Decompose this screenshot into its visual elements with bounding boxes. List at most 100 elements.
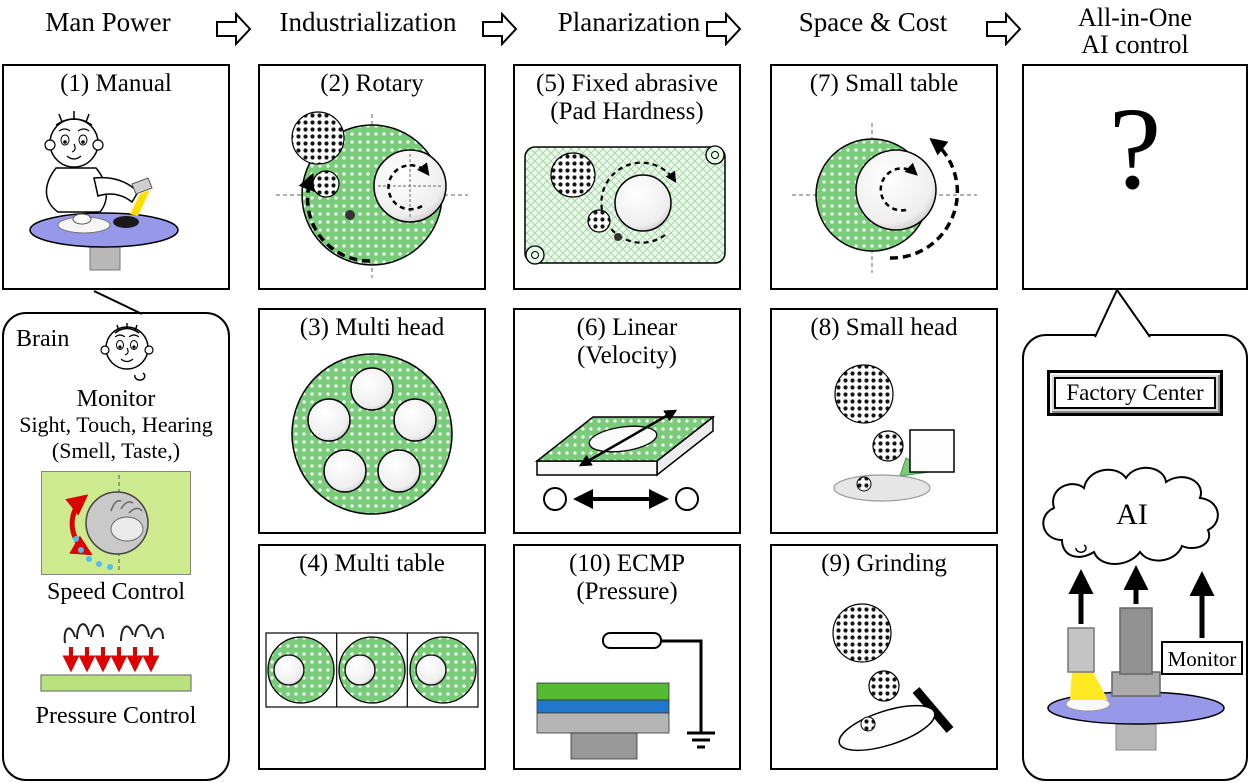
wafer-head <box>344 653 376 686</box>
ai-label: AI <box>1116 498 1148 531</box>
slurry-circle <box>868 669 900 702</box>
box-manual-title: (1) Manual <box>60 70 172 97</box>
light-cone <box>1070 670 1108 700</box>
fixed-abrasive-illustration <box>524 145 726 265</box>
box-small-head: (8) Small head <box>770 308 998 534</box>
stage-label-space-cost: Space & Cost <box>798 7 948 37</box>
linear-illustration <box>534 409 716 511</box>
grinding-wheel <box>838 704 936 751</box>
box-question: ? <box>1022 64 1248 290</box>
monitor-sense-label: Monitor <box>76 386 156 412</box>
box-multi-head: (3) Multi head <box>258 308 486 534</box>
box-fixed-abrasive: (5) Fixed abrasive (Pad Hardness) <box>513 64 741 290</box>
head-base <box>1111 671 1161 697</box>
wafer-head <box>307 397 351 442</box>
box-linear: (6) Linear (Velocity) <box>513 308 741 534</box>
box-multi-head-title: (3) Multi head <box>299 314 445 341</box>
speed-control-illustration <box>41 470 191 575</box>
hand-left <box>63 623 104 644</box>
box-fixed-abrasive-title: (5) Fixed abrasive <box>536 70 718 97</box>
rotary-illustration <box>276 110 468 278</box>
ai-machine-illustration: Monitor AI <box>1042 467 1243 751</box>
spindle-column <box>1119 607 1153 675</box>
small-head <box>909 428 955 473</box>
slurry-circle <box>834 363 894 424</box>
electrode-wire <box>661 639 703 733</box>
box-linear-subtitle: (Velocity) <box>577 341 677 369</box>
person-arm <box>93 176 139 203</box>
factory-center-plaque: Factory Center <box>1047 370 1223 416</box>
stage-label-ai-line1: All-in-One <box>1077 3 1193 32</box>
box-rotary-title: (2) Rotary <box>320 70 424 97</box>
stage-arrow-icon <box>986 12 1022 46</box>
rotation-arrow <box>298 172 371 263</box>
electrolyte-layer <box>536 699 670 714</box>
small-platen <box>833 473 931 502</box>
bottle <box>131 176 153 195</box>
slurry-circle <box>550 152 596 198</box>
slurry-dot <box>614 233 622 241</box>
wafer-head <box>377 448 421 493</box>
hand-right <box>120 624 164 642</box>
wafer-head <box>415 653 447 686</box>
monitor-box <box>1161 641 1243 675</box>
rotation-arrow <box>889 137 960 260</box>
sensor-unit <box>1067 627 1095 673</box>
face-icon <box>100 323 154 381</box>
oscillation-arrow <box>578 409 678 467</box>
senses-line1: Sight, Touch, Hearing <box>19 412 213 438</box>
multi-table-illustration <box>265 631 479 708</box>
box-multi-table: (4) Multi table <box>258 544 486 770</box>
wafer-head <box>855 148 937 231</box>
person-head <box>49 117 99 168</box>
manual-callout-line <box>93 290 143 315</box>
slurry-circle <box>312 169 340 198</box>
manual-illustration <box>29 110 179 270</box>
sheet-curl <box>525 245 545 265</box>
hand <box>110 516 144 542</box>
slurry-circle <box>872 429 904 462</box>
senses-line2: (Smell, Taste,) <box>51 437 181 463</box>
box-grinding-title: (9) Grinding <box>821 550 947 577</box>
head-rotation-arrow <box>879 162 918 212</box>
box-ecmp-subtitle: (Pressure) <box>576 577 678 605</box>
factory-center-label: Factory Center <box>1054 377 1216 409</box>
box-linear-title: (6) Linear <box>576 314 678 341</box>
person-hand <box>72 213 92 224</box>
rotation-arrow <box>600 161 677 244</box>
pad-bar <box>40 674 192 692</box>
stage-arrow-icon <box>216 12 252 46</box>
belt-roller <box>543 487 567 511</box>
slurry-dot <box>856 476 872 491</box>
electrode <box>602 632 662 649</box>
platen <box>536 712 670 734</box>
brain-row: Brain <box>16 320 159 386</box>
platen-pedestal <box>570 732 638 760</box>
box-small-head-title: (8) Small head <box>810 314 958 341</box>
box-multi-table-title: (4) Multi table <box>299 550 445 577</box>
pressure-control-illustration <box>40 623 192 692</box>
ai-bubble-tail <box>1094 288 1151 338</box>
ai-cloud <box>1042 467 1219 565</box>
slurry-dot <box>345 209 355 220</box>
question-mark: ? <box>1108 83 1162 214</box>
stage-label-man-power: Man Power <box>45 7 171 37</box>
grinding-illustration <box>832 602 954 751</box>
brain-label: Brain <box>16 326 70 352</box>
box-manual: (1) Manual <box>2 64 230 290</box>
wafer-head <box>614 174 672 232</box>
wafer-head <box>350 366 394 411</box>
multi-head-illustration <box>291 352 453 515</box>
monitor-label: Monitor <box>1168 647 1237 671</box>
slurry-dot <box>860 716 876 731</box>
wafer-head <box>323 448 367 493</box>
wafer-head <box>273 653 305 686</box>
speed-control-label: Speed Control <box>47 578 185 605</box>
box-small-table-title: (7) Small table <box>809 70 959 97</box>
stage-label-ai-line2: AI control <box>1081 30 1189 60</box>
belt-roller <box>675 487 699 511</box>
ai-panel: Factory Center Monitor AI <box>1022 334 1248 781</box>
stage-label-industrialization: Industrialization <box>279 7 457 37</box>
pressure-control-label: Pressure Control <box>35 703 197 730</box>
